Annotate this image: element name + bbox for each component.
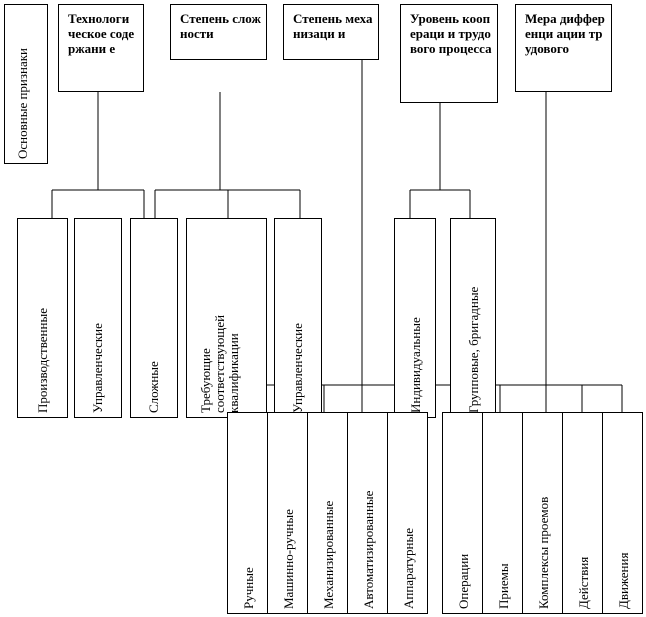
header-complexity: Степень сложности	[180, 11, 261, 41]
lower-label-machine-manual: Машинно-ручные	[281, 509, 296, 609]
upper-box-production: Производственные	[17, 218, 68, 418]
header-cooperation: Уровень коопераци и трудового процесса	[410, 11, 492, 56]
lower-box-mechanized: Механизированные	[307, 412, 348, 614]
lower-label-mechanized: Механизированные	[321, 500, 336, 609]
header-box-mechanization: Степень механизаци и	[283, 4, 379, 60]
lower-box-hardware: Аппаратурные	[387, 412, 428, 614]
lower-label-complexes: Комплексы проемов	[536, 496, 551, 609]
lower-label-automated: Автоматизированные	[361, 490, 376, 609]
upper-label-qualification: Требующие соответствующей квалификации	[198, 314, 241, 413]
upper-box-group: Групповые, бригадные	[450, 218, 496, 418]
lower-label-manual: Ручные	[241, 567, 256, 609]
header-box-complexity: Степень сложности	[170, 4, 267, 60]
lower-box-machine-manual: Машинно-ручные	[267, 412, 308, 614]
upper-box-complex: Сложные	[130, 218, 178, 418]
header-box-technological: Технологи ческое содержани е	[58, 4, 144, 92]
upper-box-qualification: Требующие соответствующей квалификации	[186, 218, 267, 418]
lower-box-techniques: Приемы	[482, 412, 523, 614]
upper-label-complex: Сложные	[146, 361, 161, 413]
lower-box-complexes: Комплексы проемов	[522, 412, 563, 614]
lower-label-hardware: Аппаратурные	[401, 528, 416, 609]
header-box-cooperation: Уровень коопераци и трудового процесса	[400, 4, 498, 103]
upper-label-group: Групповые, бригадные	[466, 286, 481, 413]
upper-box-management-1: Управленческие	[74, 218, 122, 418]
lower-label-movements: Движения	[616, 552, 631, 609]
header-mechanization: Степень механизаци и	[293, 11, 373, 41]
lower-box-manual: Ручные	[227, 412, 268, 614]
lower-label-actions: Действия	[576, 556, 591, 609]
lower-box-operations: Операции	[442, 412, 483, 614]
header-technological: Технологи ческое содержани е	[68, 11, 135, 56]
side-label: Основные признаки	[15, 47, 30, 159]
upper-label-production: Производственные	[35, 308, 50, 413]
upper-label-management-2: Управленческие	[290, 323, 305, 413]
side-label-box: Основные признаки	[4, 4, 48, 164]
header-differentiation: Мера дифференци ации трудового	[525, 11, 605, 56]
lower-box-actions: Действия	[562, 412, 603, 614]
header-box-differentiation: Мера дифференци ации трудового	[515, 4, 612, 92]
upper-box-management-2: Управленческие	[274, 218, 322, 418]
lower-box-automated: Автоматизированные	[347, 412, 388, 614]
upper-label-individual: Индивидуальные	[408, 317, 423, 413]
lower-box-movements: Движения	[602, 412, 643, 614]
upper-label-management-1: Управленческие	[90, 323, 105, 413]
lower-label-operations: Операции	[456, 553, 471, 609]
upper-box-individual: Индивидуальные	[394, 218, 436, 418]
lower-label-techniques: Приемы	[496, 563, 511, 609]
